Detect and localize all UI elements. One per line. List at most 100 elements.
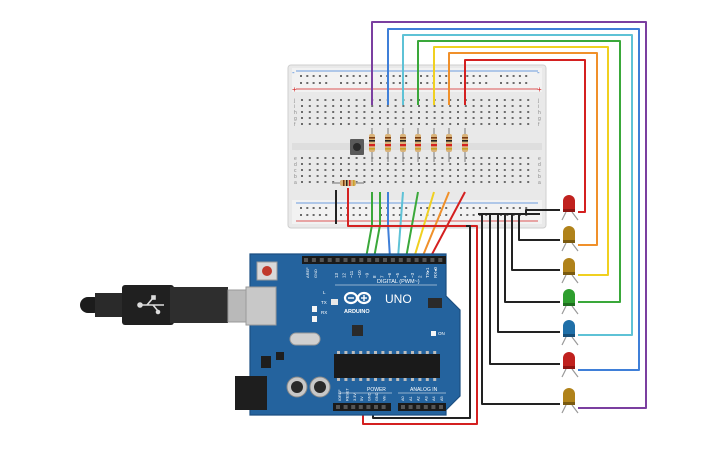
power-pin-label: 5V (360, 396, 364, 401)
aref-label: AREF (305, 267, 310, 278)
digital-pin-label: ~6 (387, 272, 392, 278)
led-yellow[interactable] (561, 258, 579, 284)
wire-black-led-gnd (504, 214, 560, 303)
power-pin-label: GND (368, 392, 372, 401)
row-letter: a (294, 180, 297, 186)
wire-blue (387, 28, 640, 371)
digital-pin-label: ~5 (395, 272, 400, 278)
led-yellow[interactable] (561, 388, 579, 414)
row-letter: d (294, 162, 297, 168)
row-letter: g (538, 116, 541, 122)
rail-plus-label: + (292, 85, 297, 94)
wire-black-led-gnd (525, 209, 560, 214)
arduino-logo-icon (343, 291, 372, 305)
push-button[interactable] (350, 139, 364, 155)
led-green[interactable] (561, 289, 579, 315)
row-letter: e (538, 156, 541, 162)
rail-minus-label: - (292, 68, 295, 77)
resistor (369, 128, 375, 162)
rx-label: RX (321, 310, 327, 315)
resistor-array (369, 128, 468, 162)
row-letter: e (294, 156, 297, 162)
power-label: POWER (367, 387, 386, 393)
crystal (289, 332, 321, 346)
digital-pin-label: 7 (380, 275, 385, 278)
analog-header[interactable] (398, 403, 446, 411)
rail-plus-label-right: + (537, 85, 542, 94)
row-letter: j (537, 98, 539, 104)
resistor (446, 128, 452, 162)
resistor (400, 128, 406, 162)
uno-label: UNO (385, 292, 412, 306)
analog-in-label: ANALOG IN (410, 387, 438, 393)
row-letter: b (294, 174, 297, 180)
digital-pin-label: ~9 (364, 272, 369, 278)
arduino-brand-label: ARDUINO (344, 309, 370, 315)
wire-black-led-gnd (511, 214, 560, 271)
wire-yellow (433, 46, 609, 276)
digital-pin-label: 2 (418, 275, 423, 278)
pulldown-resistor (332, 180, 364, 186)
usb-icon (137, 295, 164, 315)
power-pin-label: RESET (345, 388, 349, 401)
wire-black-led-gnd (497, 214, 560, 333)
usb-cable (80, 285, 275, 325)
wire-black-led-gnd (489, 214, 560, 365)
wire-black-led-gnd (481, 214, 560, 405)
rail-minus-label-right: - (537, 68, 540, 77)
led-blue[interactable] (561, 320, 579, 346)
analog-pin-label: A3 (424, 396, 428, 401)
row-letter: b (538, 174, 541, 180)
resistor (385, 128, 391, 162)
wire-purple (371, 21, 647, 409)
row-letter: j (293, 98, 295, 104)
wire-red-5v (347, 224, 478, 425)
row-letter: g (294, 116, 297, 122)
digital-pin-label: ~11 (349, 270, 354, 278)
digital-pin-label: RX◂0 (433, 266, 438, 278)
wire-red (464, 59, 586, 213)
l-label: L (323, 290, 326, 295)
digital-pin-label: 13 (334, 272, 339, 278)
digital-header[interactable] (302, 256, 446, 264)
power-pin-label: IOREF (338, 389, 342, 401)
row-letter: h (538, 110, 541, 116)
digital-pin-label: TX▸1 (425, 267, 430, 278)
row-letter: a (538, 180, 541, 186)
wire-green (417, 40, 621, 303)
analog-pin-label: A4 (432, 396, 436, 401)
power-jack (235, 376, 267, 410)
digital-header-label: DIGITAL (PWM~) (377, 279, 420, 285)
digital-pin-label: 4 (402, 275, 407, 278)
digital-pin-label: 12 (342, 272, 347, 278)
row-letter: i (294, 104, 295, 110)
power-pin-label: GND (375, 392, 379, 401)
analog-pin-label: A0 (401, 396, 405, 401)
led-red[interactable] (561, 352, 579, 378)
analog-pin-label: A5 (440, 396, 444, 401)
resistor (462, 128, 468, 162)
digital-pin-label: ~10 (357, 270, 362, 278)
analog-pin-label: A1 (409, 396, 413, 401)
digital-pin-label: ~3 (410, 272, 415, 278)
row-letter: f (294, 122, 296, 128)
row-letter: h (294, 110, 297, 116)
row-letter: i (538, 104, 539, 110)
gnd-label: GND (313, 269, 318, 278)
reset-button[interactable] (256, 261, 278, 281)
row-letter: c (538, 168, 541, 174)
row-letter: d (538, 162, 541, 168)
power-pin-label: Vin (382, 396, 386, 401)
digital-pin-label: 8 (372, 275, 377, 278)
power-pin-label: 3.3V (353, 393, 357, 401)
row-letter: f (538, 122, 540, 128)
led-yellow[interactable] (561, 226, 579, 252)
usb-jack (245, 286, 277, 326)
wire-cyan (402, 34, 633, 336)
led-red[interactable] (561, 195, 579, 221)
resistor (431, 128, 437, 162)
row-letter: c (294, 168, 297, 174)
resistor (415, 128, 421, 162)
